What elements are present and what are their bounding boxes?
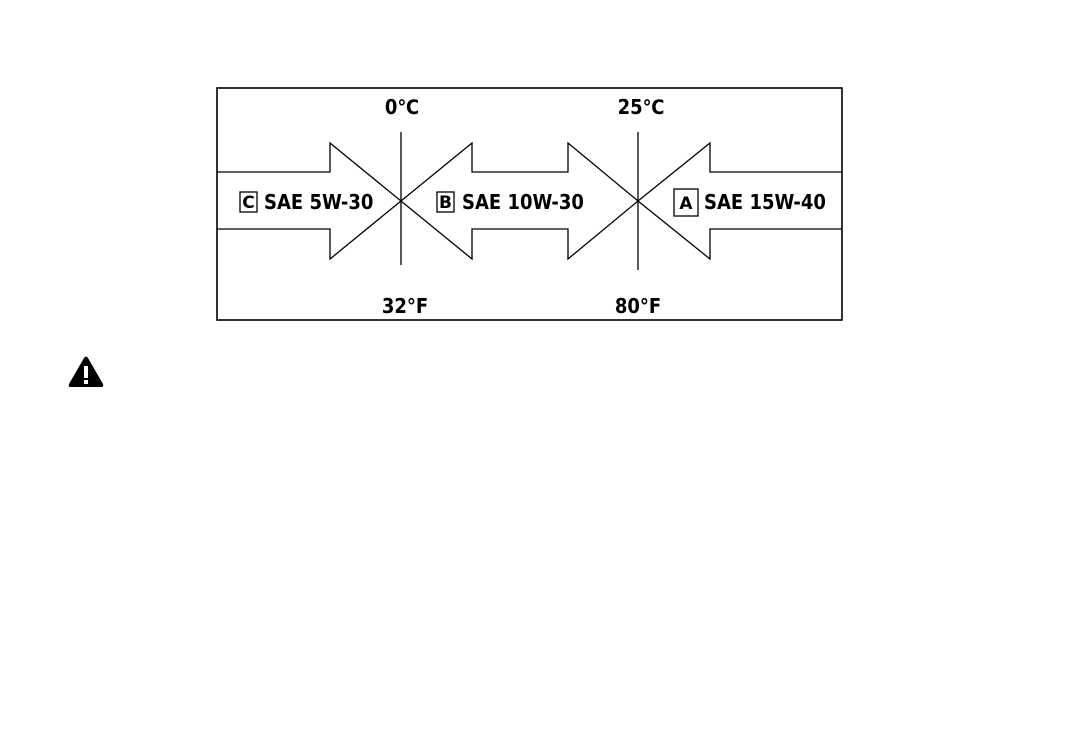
grade-b-text: SAE 10W-30 xyxy=(462,190,584,214)
temp-80f-label: 80°F xyxy=(615,294,661,318)
grade-a-letter: A xyxy=(679,194,693,214)
temp-32f-label: 32°F xyxy=(382,294,428,318)
warning-triangle-icon xyxy=(69,357,104,388)
grade-c-letter: C xyxy=(242,193,254,213)
temp-0c-label: 0℃ xyxy=(385,95,419,119)
grade-c-text: SAE 5W-30 xyxy=(264,190,373,214)
grade-b-letter: B xyxy=(439,193,452,213)
temp-25c-label: 25℃ xyxy=(618,95,665,119)
grade-a-text: SAE 15W-40 xyxy=(704,190,826,214)
